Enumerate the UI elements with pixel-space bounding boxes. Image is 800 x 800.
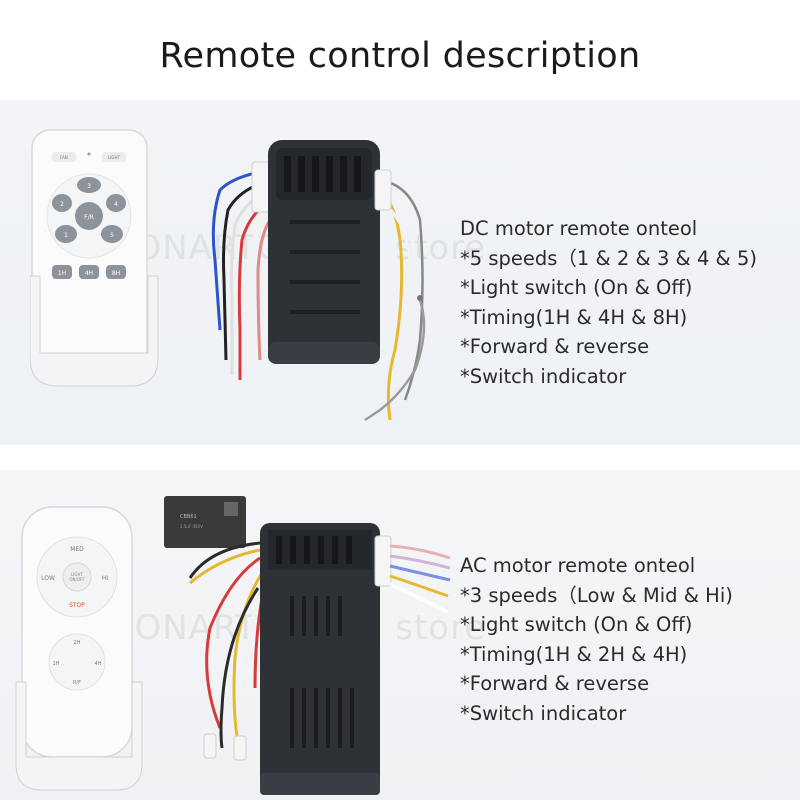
dc-feature-item: *Timing(1H & 4H & 8H) xyxy=(460,305,688,329)
ac-remote-control: MED LOW HI LIGHT ON/OFF STOP 2H 1H 4H R/… xyxy=(15,506,143,791)
svg-text:LIGHT: LIGHT xyxy=(71,572,84,577)
svg-text:8H: 8H xyxy=(112,270,120,277)
ac-description-block: AC motor remote onteol *3 speeds（Low & M… xyxy=(460,551,733,728)
svg-text:CBB61: CBB61 xyxy=(180,514,197,520)
ac-feature-item: *Light switch (On & Off) xyxy=(460,613,693,636)
dc-description-block: DC motor remote onteol *5 speeds（1 & 2 &… xyxy=(460,214,757,391)
svg-text:F/R: F/R xyxy=(84,214,94,221)
svg-text:MED: MED xyxy=(70,546,84,553)
svg-text:1H: 1H xyxy=(58,270,66,277)
dc-feature-item: *Forward & reverse xyxy=(460,335,650,358)
svg-text:4H: 4H xyxy=(85,270,93,277)
svg-text:2H: 2H xyxy=(74,640,81,646)
svg-text:FAN: FAN xyxy=(60,155,68,160)
svg-text:ON/OFF: ON/OFF xyxy=(69,577,85,582)
svg-text:HI: HI xyxy=(102,575,109,582)
dc-feature-item: *Light switch (On & Off) xyxy=(460,276,693,299)
svg-text:STOP: STOP xyxy=(69,602,85,609)
dc-feature-item: *5 speeds（1 & 2 & 3 & 4 & 5) xyxy=(460,246,757,270)
dc-feature-item: *Switch indicator xyxy=(460,364,627,388)
dc-remote-control: FAN LIGHT 3 2 4 1 5 F/R 1H 4H 8H xyxy=(30,129,159,387)
svg-text:2: 2 xyxy=(60,201,64,208)
svg-text:1H: 1H xyxy=(53,661,60,667)
ac-description-heading: AC motor remote onteol xyxy=(460,554,696,577)
svg-text:R/F: R/F xyxy=(73,680,81,686)
dc-receiver-module xyxy=(211,140,426,422)
svg-text:LOW: LOW xyxy=(41,575,55,582)
svg-text:1: 1 xyxy=(64,232,68,239)
page-title: Remote control description xyxy=(159,36,641,76)
svg-text:4H: 4H xyxy=(95,661,102,667)
svg-text:LIGHT: LIGHT xyxy=(108,155,121,160)
svg-text:4: 4 xyxy=(114,201,118,208)
svg-text:2.5uF 450V: 2.5uF 450V xyxy=(180,524,203,529)
ac-feature-item: *Forward & reverse xyxy=(460,672,650,695)
ac-feature-item: *Switch indicator xyxy=(460,701,627,725)
ac-feature-item: *Timing(1H & 2H & 4H) xyxy=(460,642,688,666)
svg-text:3: 3 xyxy=(87,183,91,190)
dc-description-heading: DC motor remote onteol xyxy=(460,217,698,240)
ac-feature-item: *3 speeds（Low & Mid & Hi) xyxy=(460,583,733,607)
ac-receiver-module: CBB61 2.5uF 450V xyxy=(164,496,451,795)
svg-text:5: 5 xyxy=(110,232,114,239)
